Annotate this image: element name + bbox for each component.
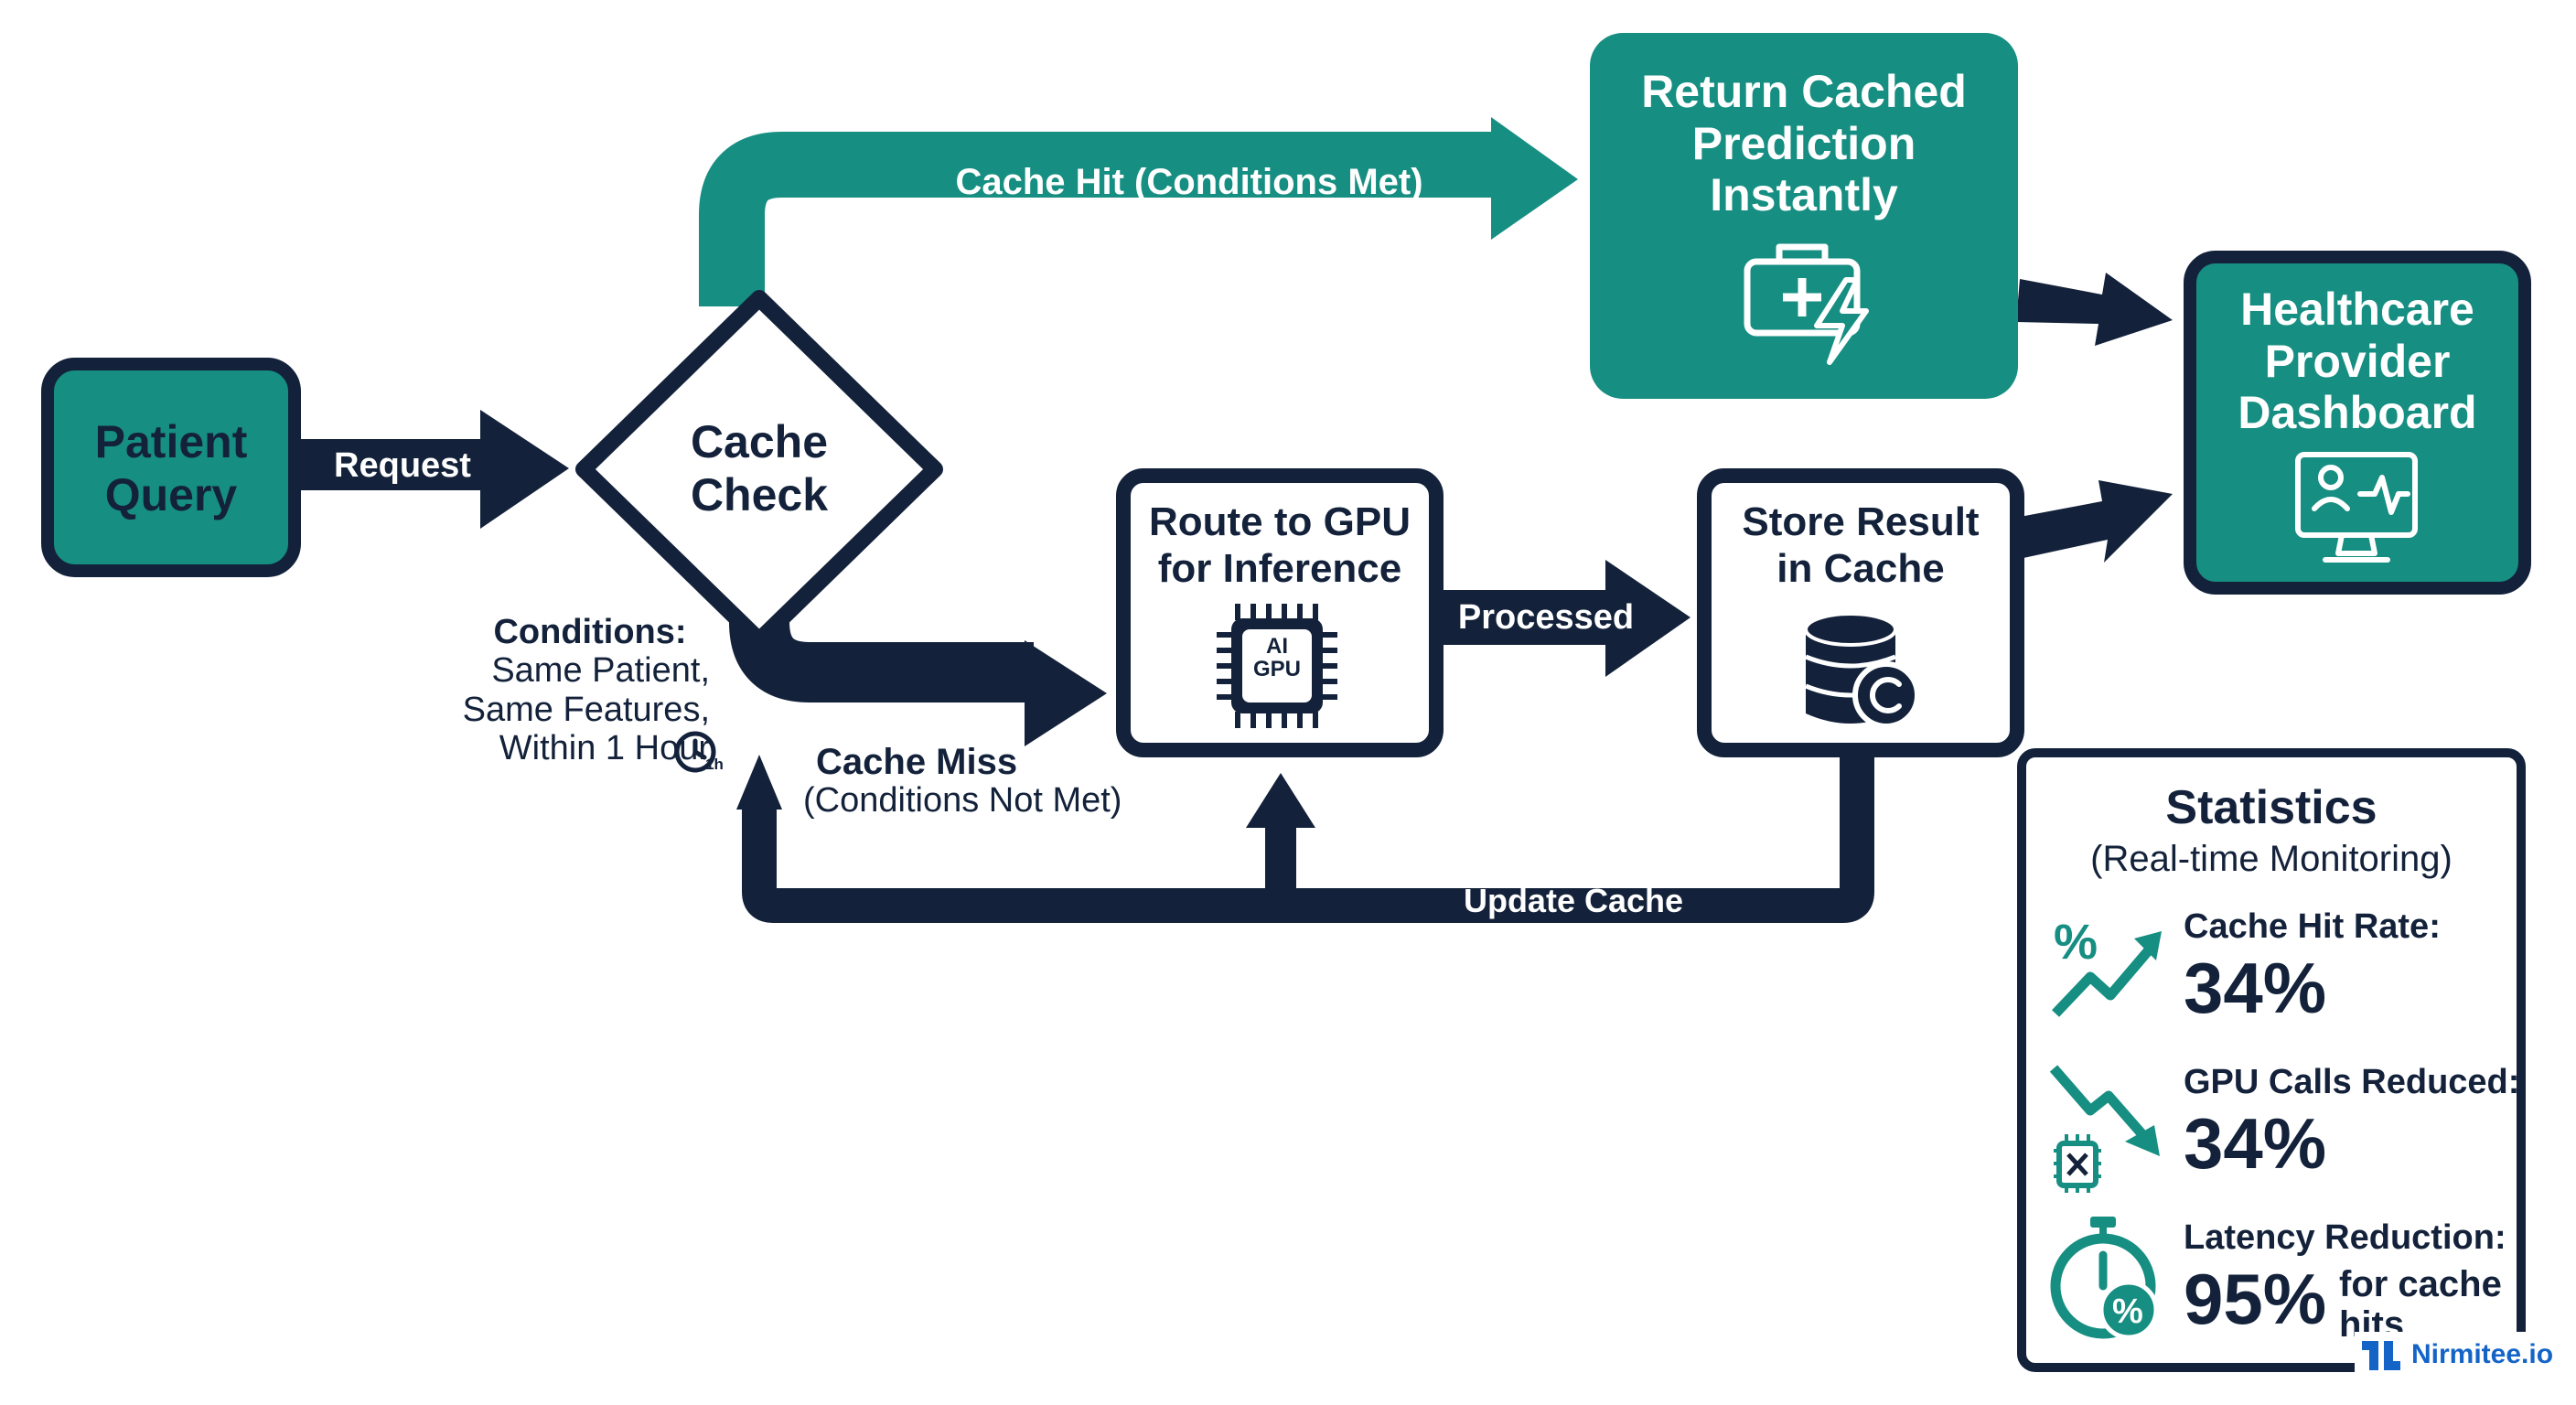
patient-query-box (41, 358, 301, 577)
processed-label: Processed (1457, 598, 1635, 637)
dashboard-box (2184, 251, 2531, 595)
cache-check-label: Cache Check (690, 416, 829, 520)
database-refresh-icon (1804, 612, 1920, 729)
route-gpu-label: Route to GPU for Inference (1149, 499, 1411, 591)
svg-text:%: % (2054, 915, 2098, 970)
clock-icon (674, 731, 716, 773)
patient-query-label: Patient Query (94, 416, 248, 520)
route-gpu-box (1116, 468, 1444, 757)
stat-latency-value: 95% (2184, 1259, 2327, 1339)
dashboard-label: Healthcare Provider Dashboard (2238, 284, 2477, 438)
conditions-title: Conditions: (493, 613, 687, 651)
gpu-chip-text: AI GPU (1252, 634, 1301, 682)
update-cache-loop (736, 723, 1874, 923)
brand-logo-icon (2362, 1341, 2400, 1370)
stats-title: Statistics (2165, 781, 2377, 834)
update-cache-label: Update Cache (1463, 882, 1684, 919)
request-label: Request (334, 446, 471, 485)
gpu-trend-down-icon (2049, 1065, 2160, 1193)
ai-gpu-chip-icon (1217, 604, 1337, 728)
brand-name: Nirmitee.io (2411, 1339, 2554, 1369)
request-arrow (293, 410, 569, 529)
stat-cache-hit-label: Cache Hit Rate: (2184, 907, 2441, 946)
percent-trend-up-icon: % (2052, 915, 2162, 1017)
cache-miss-arrow (729, 620, 1107, 746)
stopwatch-percent-icon: % (2050, 1217, 2159, 1340)
monitor-health-icon (2295, 452, 2418, 563)
stat-latency-note: for cache hits (2339, 1264, 2502, 1341)
store-to-dashboard-arrow (2020, 480, 2173, 563)
cache-miss-label: Cache Miss (816, 742, 1018, 782)
statistics-panel: Statistics (Real-time Monitoring) % Cach… (2017, 748, 2526, 1372)
lightning-icon (1814, 277, 1869, 365)
medical-kit-icon (1744, 243, 1861, 337)
return-to-dashboard-arrow (2016, 273, 2173, 346)
stat-gpu-calls-label: GPU Calls Reduced: (2184, 1063, 2520, 1101)
processed-arrow (1444, 560, 1690, 677)
stat-latency-label: Latency Reduction: (2184, 1218, 2506, 1257)
conditions-lines: Same Patient, Same Features, Within 1 Ho… (462, 651, 710, 768)
stats-subtitle: (Real-time Monitoring) (2090, 839, 2453, 879)
return-cached-label: Return Cached Prediction Instantly (1641, 66, 1967, 220)
cache-hit-label: Cache Hit (Conditions Met) (955, 162, 1423, 202)
clock-badge: 1h (705, 756, 724, 773)
brand-watermark: Nirmitee.io (2355, 1332, 2567, 1379)
store-result-label: Store Result in Cache (1742, 499, 1980, 591)
return-cached-box (1590, 33, 2018, 399)
cache-hit-arrow (699, 117, 1578, 306)
cache-check-diamond (575, 290, 943, 649)
cache-miss-sublabel: (Conditions Not Met) (803, 781, 1122, 820)
stat-gpu-calls-value: 34% (2184, 1103, 2327, 1184)
stat-cache-hit-value: 34% (2184, 948, 2327, 1028)
svg-text:%: % (2112, 1292, 2143, 1331)
